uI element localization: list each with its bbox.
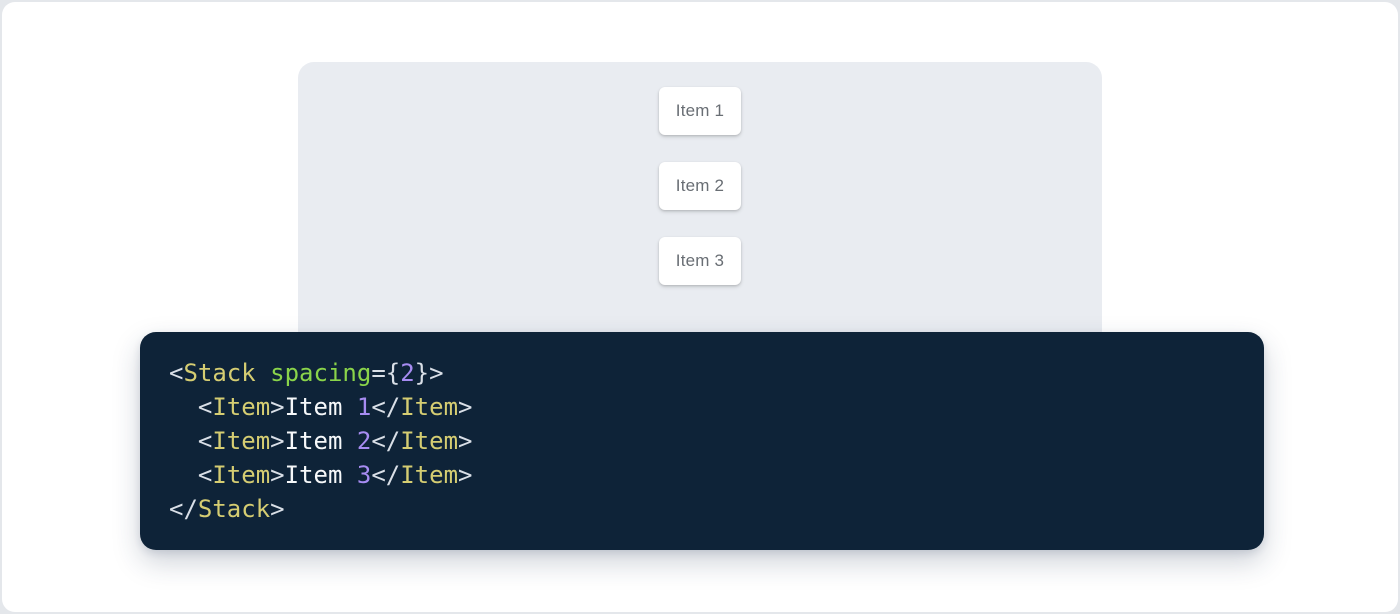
stack-item-1: Item 1	[658, 87, 742, 135]
code-token: Stack	[197, 495, 271, 523]
code-token: 1	[356, 393, 372, 421]
code-token: Item	[400, 393, 459, 421]
code-token: Item	[284, 393, 357, 421]
code-token: Stack	[183, 359, 256, 387]
code-token: >	[458, 393, 473, 421]
code-token: </	[371, 393, 401, 421]
code-line: <Item>Item 1</Item>	[169, 390, 1235, 424]
code-token: spacing	[270, 359, 372, 387]
code-token: =	[371, 359, 386, 387]
code-token: Item	[212, 393, 271, 421]
code-token: </	[371, 461, 401, 489]
code-token: <	[197, 461, 213, 489]
code-token: Item	[284, 427, 357, 455]
code-token: >	[270, 461, 285, 489]
code-token: >	[270, 393, 285, 421]
code-token: <	[197, 427, 213, 455]
code-token: <	[169, 359, 184, 387]
code-token: Item	[212, 461, 271, 489]
code-line: <Stack spacing={2}>	[169, 356, 1235, 390]
code-token	[169, 461, 198, 489]
code-lines: <Stack spacing={2}> <Item>Item 1</Item> …	[169, 356, 1235, 526]
code-token: 2	[356, 427, 372, 455]
code-token: Item	[212, 427, 271, 455]
code-token	[169, 427, 198, 455]
stack-item-2: Item 2	[658, 162, 742, 210]
code-token: >	[270, 495, 285, 523]
code-token: {	[385, 359, 401, 387]
code-token: >	[270, 427, 285, 455]
code-token: Item	[400, 461, 459, 489]
code-token: 3	[356, 461, 372, 489]
code-token: <	[197, 393, 213, 421]
code-line: <Item>Item 3</Item>	[169, 458, 1235, 492]
code-token: </	[371, 427, 401, 455]
code-line: <Item>Item 2</Item>	[169, 424, 1235, 458]
stack-container: Item 1 Item 2 Item 3	[298, 62, 1102, 285]
code-block: <Stack spacing={2}> <Item>Item 1</Item> …	[140, 332, 1264, 550]
stack-preview-panel: Item 1 Item 2 Item 3	[298, 62, 1102, 354]
code-token	[169, 393, 198, 421]
code-token: }	[414, 359, 430, 387]
code-token: >	[429, 359, 444, 387]
stack-item-3: Item 3	[658, 237, 742, 285]
code-token: >	[458, 461, 473, 489]
code-token: </	[169, 495, 198, 523]
code-token	[256, 359, 270, 387]
code-token: >	[458, 427, 473, 455]
code-token: Item	[284, 461, 357, 489]
code-token: Item	[400, 427, 459, 455]
code-line: </Stack>	[169, 492, 1235, 526]
code-token: 2	[400, 359, 415, 387]
